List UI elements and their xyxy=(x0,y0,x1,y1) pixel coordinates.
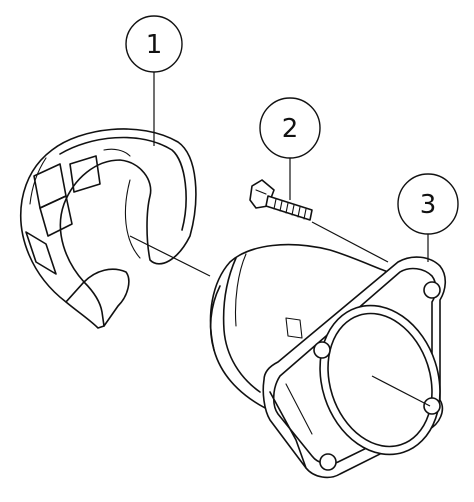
leader-2-axis xyxy=(311,221,389,263)
callout-3: 3 xyxy=(397,173,459,235)
callout-label: 1 xyxy=(146,30,163,60)
callout-label: 2 xyxy=(282,114,299,144)
screw-part xyxy=(249,179,313,221)
callout-circle xyxy=(259,97,321,159)
leader-lines xyxy=(129,72,431,407)
callout-circle xyxy=(125,15,183,73)
callout-1: 1 xyxy=(125,15,183,73)
leader-3-into-part xyxy=(371,375,431,407)
callout-circle xyxy=(397,173,459,235)
housing-part xyxy=(209,243,447,479)
callout-label: 3 xyxy=(420,190,437,220)
guard-cover-part xyxy=(20,128,197,329)
leader-1-into-part xyxy=(129,235,211,277)
callout-2: 2 xyxy=(259,97,321,159)
